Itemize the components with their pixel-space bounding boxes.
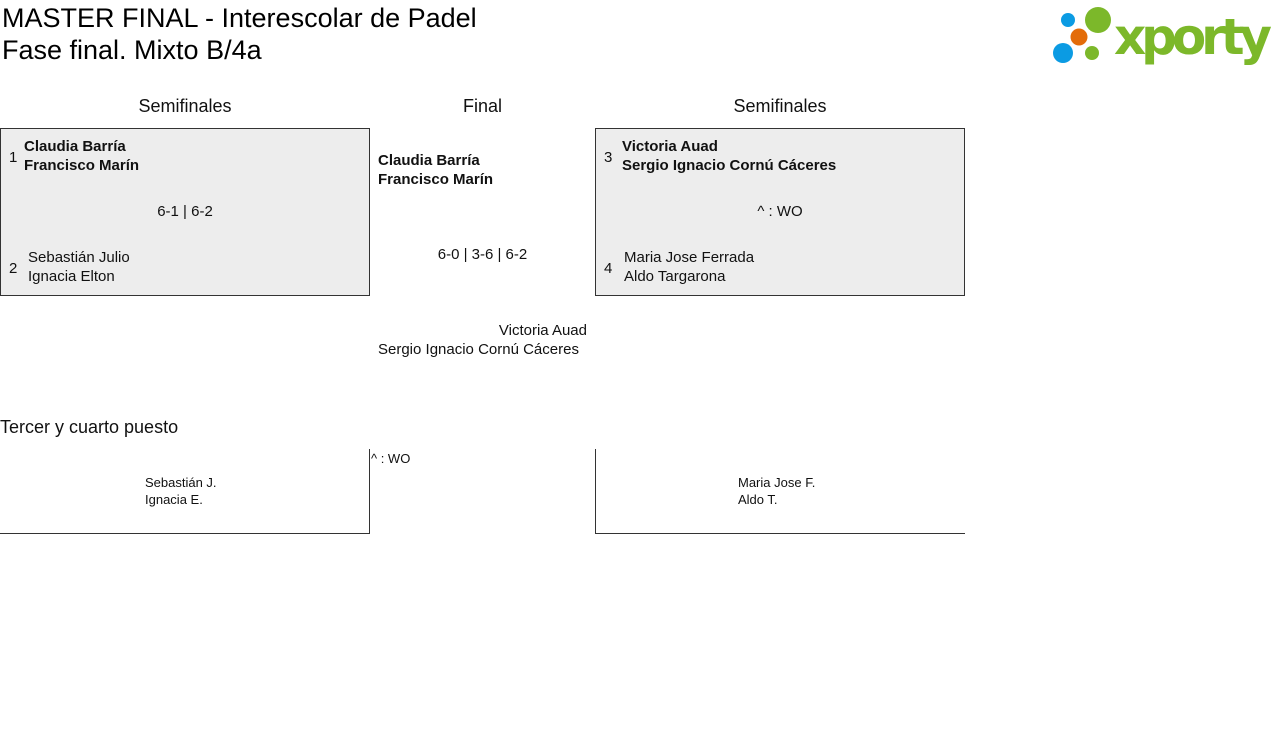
player: Francisco Marín <box>378 171 494 188</box>
player: Sebastián J. <box>145 475 217 490</box>
team-loser: Sebastián Julio Ignacia Elton <box>28 248 130 286</box>
page-subtitle: Fase final. Mixto B/4a <box>2 35 262 65</box>
header-final: Final <box>462 96 502 116</box>
player: Maria Jose Ferrada <box>624 249 755 266</box>
semifinal-match-2[interactable]: 3 Victoria Auad Sergio Ignacio Cornú Các… <box>595 128 965 296</box>
player: Sergio Ignacio Cornú Cáceres <box>622 157 837 174</box>
match-score: 6-1 | 6-2 <box>157 203 213 220</box>
player: Maria Jose F. <box>738 475 816 490</box>
player: Claudia Barría <box>24 138 126 155</box>
final-score: 6-0 | 3-6 | 6-2 <box>437 246 528 263</box>
player: Sebastián Julio <box>28 249 130 266</box>
third-place-title: Tercer y cuarto puesto <box>0 417 179 437</box>
team-winner: Victoria Auad Sergio Ignacio Cornú Cácer… <box>622 137 836 175</box>
final-match[interactable]: Claudia Barría Francisco Marín 6-0 | 3-6… <box>370 128 595 368</box>
player: Claudia Barría <box>378 152 480 169</box>
match-score: ^ : WO <box>757 203 803 220</box>
player: Victoria Auad <box>498 322 587 339</box>
team: Sebastián J. Ignacia E. <box>145 474 217 508</box>
page-title: MASTER FINAL - Interescolar de Padel <box>2 3 477 33</box>
seed: 1 <box>9 149 18 166</box>
player: Victoria Auad <box>622 138 718 155</box>
semifinal-match-1[interactable]: 1 Claudia Barría Francisco Marín 6-1 | 6… <box>0 128 370 296</box>
team-winner: Claudia Barría Francisco Marín <box>24 137 139 175</box>
final-winner: Claudia Barría Francisco Marín <box>378 151 493 189</box>
seed: 3 <box>604 149 613 166</box>
final-runner-up: Victoria Auad Sergio Ignacio Cornú Cácer… <box>378 321 595 359</box>
player: Francisco Marín <box>24 157 140 174</box>
player: Ignacia E. <box>145 492 203 507</box>
third-place-team-2[interactable]: Maria Jose F. Aldo T. <box>595 449 965 534</box>
team-loser: Maria Jose Ferrada Aldo Targarona <box>624 248 754 286</box>
svg-text:xporty: xporty <box>1114 8 1272 66</box>
player: Aldo Targarona <box>624 268 726 285</box>
player: Ignacia Elton <box>28 268 115 285</box>
xporty-logo[interactable]: xporty <box>1050 4 1275 66</box>
third-place-team-1[interactable]: Sebastián J. Ignacia E. <box>0 449 370 534</box>
seed: 2 <box>9 260 18 277</box>
player: Sergio Ignacio Cornú Cáceres <box>378 341 579 358</box>
header-semifinals-right: Semifinales <box>733 96 827 116</box>
seed: 4 <box>604 260 613 277</box>
header-semifinals-left: Semifinales <box>138 96 232 116</box>
player: Aldo T. <box>738 492 778 507</box>
team: Maria Jose F. Aldo T. <box>738 474 815 508</box>
third-place-score: ^ : WO <box>371 451 411 466</box>
